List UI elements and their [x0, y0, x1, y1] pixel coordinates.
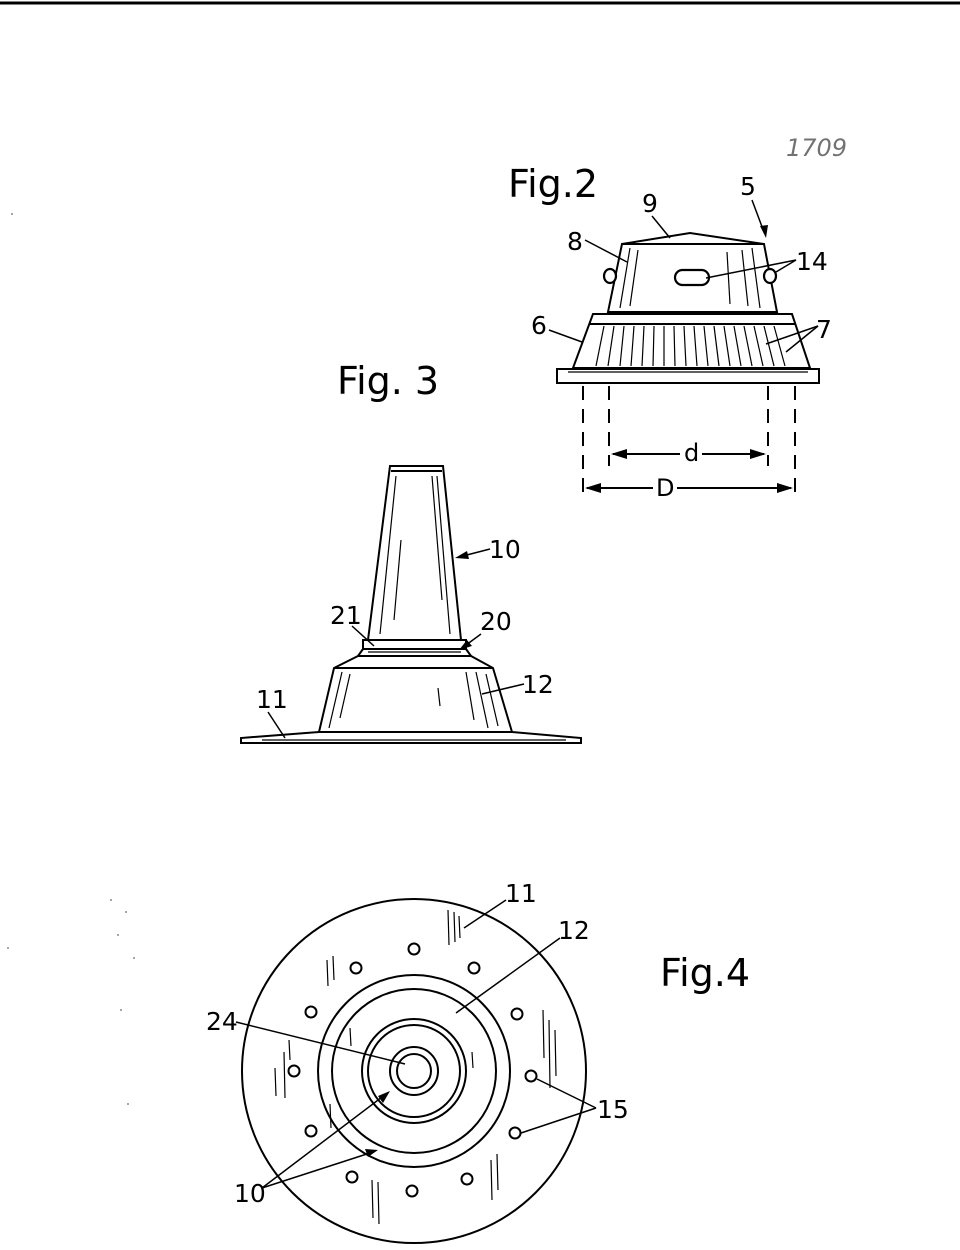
fig2-ref-6: 6: [531, 311, 547, 340]
fig4-holes: [287, 942, 538, 1198]
fig4-bore-inner: [396, 1053, 432, 1089]
fig2-ref-14: 14: [796, 247, 828, 276]
fig4-leader-11: [463, 899, 507, 929]
fig3-lower-shading: [328, 671, 499, 729]
fig4-arrow-10b: [365, 1149, 378, 1157]
figure-3: Fig. 3 10 21: [240, 359, 582, 744]
fig3-leader-12: [481, 683, 525, 695]
fig3-ref-11: 11: [256, 685, 288, 714]
fig2-dim-D-arrow-left: [585, 483, 601, 493]
fig2-title: Fig.2: [508, 162, 598, 206]
fig4-ref-24: 24: [206, 1007, 238, 1036]
fig4-arrow-10a: [378, 1091, 390, 1103]
fig2-ref-8: 8: [567, 227, 583, 256]
fig4-leader-24: [235, 1021, 406, 1065]
fig4-bore-outer: [389, 1046, 439, 1096]
fig2-ref-9: 9: [642, 189, 658, 218]
fig3-ref-20: 20: [480, 607, 512, 636]
fig2-arrow-5: [760, 225, 768, 238]
fig2-leader-7b: [785, 325, 819, 353]
fig4-ref-10: 10: [234, 1179, 266, 1208]
fig3-ref-12: 12: [522, 670, 554, 699]
fig4-frustum-outer-ring: [317, 974, 511, 1168]
fig4-shading: [274, 909, 557, 1225]
fig2-upper-frustum: [606, 243, 779, 313]
fig2-dim-D-arrow-right: [777, 483, 793, 493]
fig2-leader-6: [548, 329, 583, 343]
fig2-dim-d-arrow-left: [611, 449, 627, 459]
fig4-leader-12: [455, 937, 561, 1014]
fig4-cone-inner-ring: [367, 1024, 461, 1118]
fig3-base-flange: [240, 731, 582, 744]
fig2-knob-right: [762, 267, 778, 285]
fig2-knob-left: [602, 267, 618, 285]
fig4-outer-disc: [241, 898, 587, 1244]
fig2-leader-14b: [775, 259, 797, 273]
fig3-cone-shading: [379, 475, 451, 635]
fig4-leader-10b: [261, 1151, 374, 1189]
fig2-slot: [673, 268, 711, 287]
fig2-leader-7a: [765, 325, 819, 345]
fig2-leader-8: [584, 239, 628, 263]
fig2-leader-9: [651, 215, 671, 239]
fig3-arrow-20: [459, 640, 472, 650]
fig3-ref-10: 10: [489, 535, 521, 564]
fig3-title: Fig. 3: [337, 359, 439, 403]
fig2-skirt-ribs: [595, 325, 786, 367]
fig3-leader-21: [351, 625, 375, 647]
fig4-ref-15: 15: [597, 1095, 629, 1124]
fig4-leader-10a: [261, 1093, 387, 1189]
fig4-leader-15b: [520, 1107, 597, 1134]
fig3-ring: [362, 639, 467, 650]
corner-mark: 1709: [786, 134, 847, 162]
fig3-arrow-10: [455, 551, 469, 559]
fig2-dim-d-gap: [680, 440, 702, 468]
fig2-dim-d-label: d: [684, 439, 699, 467]
fig2-upper-shading: [619, 247, 761, 309]
fig2-dim-D-gap: [653, 474, 677, 502]
fig4-frustum-inner-ring: [331, 988, 497, 1154]
fig4-cone-base-ring: [361, 1018, 467, 1124]
fig4-ref-11: 11: [505, 879, 537, 908]
fig4-ref-12: 12: [558, 916, 590, 945]
fig3-ref-21: 21: [330, 601, 362, 630]
fig2-leader-14a: [705, 259, 797, 279]
fig4-leader-15a: [536, 1078, 597, 1109]
fig4-title: Fig.4: [660, 951, 750, 995]
figure-4: Fig.4: [206, 879, 750, 1244]
fig2-dim-d-arrow-right: [750, 449, 766, 459]
figure-2: Fig.2: [508, 162, 832, 502]
fig2-ref-7: 7: [816, 315, 832, 344]
fig2-ref-5: 5: [740, 172, 756, 201]
scan-specks: [7, 213, 135, 1105]
fig3-leader-11: [267, 711, 286, 739]
fig2-base-plate: [556, 368, 820, 384]
fig2-top-cap: [621, 231, 765, 245]
fig2-dim-D-label: D: [656, 474, 674, 502]
